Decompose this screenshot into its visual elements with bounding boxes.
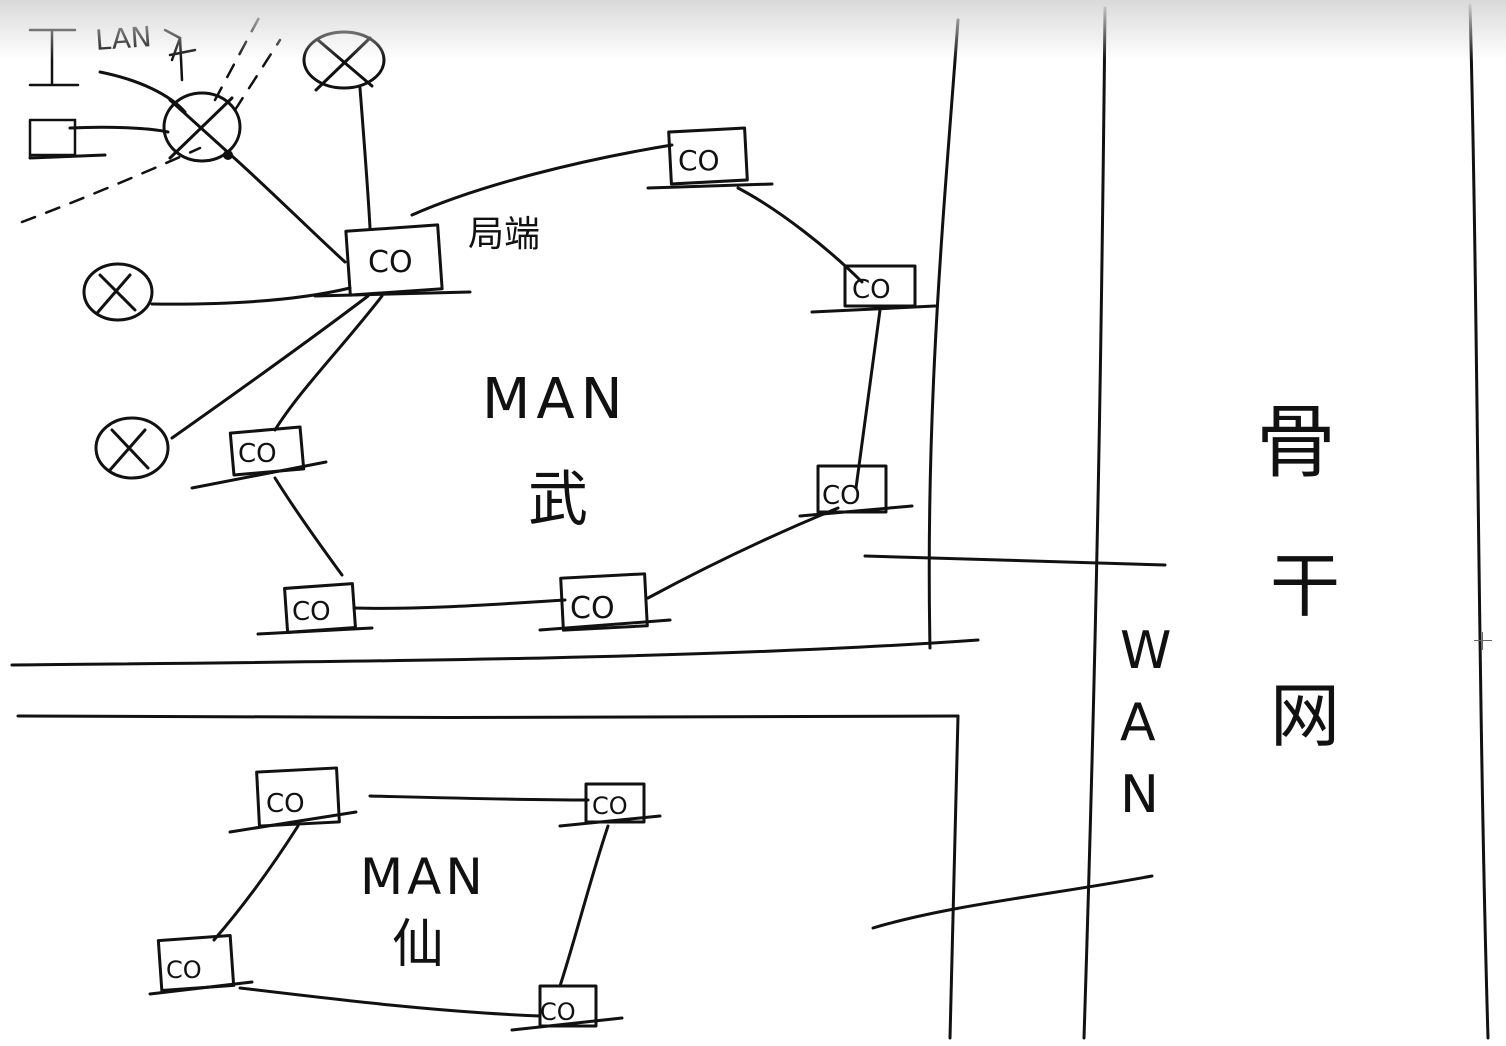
region-lines [10,3,1490,1040]
terminal-top-icon [302,30,386,90]
co-main-box [344,223,444,297]
xian-region-top-line [16,714,960,719]
co-right-upper-base [810,304,937,314]
co-xian-topleft-base [228,810,358,834]
backbone-right-line [1468,3,1490,1040]
co-xian-bottomleft-label: CO [166,956,202,984]
wan-left-line [927,18,960,650]
wan-letter: W [1120,621,1171,681]
co-xian-bottomright-label: CO [540,998,576,1026]
lan-router-dot [223,150,233,160]
backbone-char-2: 干 [1270,545,1340,627]
terminal-left-2-cross [108,428,150,472]
co-left-label: CO [238,439,277,469]
lan-to-co-link [230,154,347,264]
backbone-char-3: 网 [1270,675,1340,757]
lan-link-1 [98,70,187,114]
link-bottomleft-to-bottommid [352,598,567,610]
lan-glyph-zi [163,28,197,82]
wan-right-line [1082,6,1107,1040]
co-xian-topright-label: CO [592,792,628,820]
link-rightupper-to-rightlower [854,308,882,490]
link-xian-top [368,794,590,802]
co-bottom-mid-label: CO [570,591,615,626]
co-xian-topleft-box [255,766,341,828]
link-rightlower-to-bottommid [646,506,840,600]
link-xian-right [558,824,610,988]
lan-router-cross [168,96,234,160]
man-wuhan-city-label: 武 [528,465,588,535]
left-glyph-underline [28,153,107,160]
co-bottom-mid-base [538,618,672,632]
link-main-to-topright [410,143,674,217]
lan-router-icon [162,91,242,163]
co-xian-bottomleft-base [148,980,254,996]
link-left-to-bottomleft [273,476,344,577]
terminal-left-1-icon [82,262,154,322]
link-main-to-left [273,294,384,432]
lan-label: LAN [94,20,153,57]
wan-link-lower [871,874,1154,930]
link-topright-to-rightupper [736,186,864,284]
backbone-char-1: 骨 [1256,396,1336,489]
wan-letter: N [1120,765,1159,825]
co-main-label: CO [368,245,413,280]
local-end-label: 局端 [468,214,540,255]
co-xian-topright-base [558,814,662,828]
lan-dashed-rays [213,10,282,112]
co-right-lower-label: CO [822,481,861,511]
wan-letter: A [1120,693,1156,753]
link-xian-left [212,824,300,942]
terminal-left-1-link [150,286,352,306]
terminal-left-2-icon [94,416,170,480]
lan-dashed-link [20,146,202,224]
co-bottom-left-base [256,626,374,636]
lan-area: LAN [20,10,386,230]
wuhan-man-ring: CO 局端 CO CO CO CO CO CO MAN [190,126,937,636]
co-right-lower-base [798,504,914,518]
wan-link-upper [863,554,1167,567]
co-left-base [190,460,328,490]
man-xian-city-label: 仙 [392,915,444,975]
co-top-right-label: CO [678,144,720,177]
co-xian-bottomright-box [538,984,598,1028]
top-left-glyph-gong [28,28,80,87]
co-right-upper-box [843,264,917,308]
xian-region-right-line [948,714,960,1040]
co-bottom-left-label: CO [292,597,331,627]
terminal-left-1-cross [96,273,137,314]
co-xian-bottomright-base [510,1016,624,1032]
man-xian-label: MAN [360,848,487,906]
co-top-right-box [667,126,749,186]
co-bottom-mid-box [559,572,649,632]
co-top-right-base [646,182,774,190]
link-xian-bottom [238,986,542,1018]
lan-link-2 [68,125,170,134]
crosshair-cursor-icon [1474,632,1492,650]
terminal-top-link [358,86,372,230]
left-glyph-kou [28,118,77,160]
man-wuhan-label: MAN [482,367,629,432]
terminals-left [82,262,370,480]
xian-man-ring: CO CO CO CO MAN 仙 [148,766,662,1032]
co-main-base [313,290,472,298]
terminal-left-2-link [170,294,370,440]
wuhan-region-bottom-line [10,638,980,667]
co-xian-topleft-label: CO [266,789,305,819]
terminal-top-cross [314,36,374,92]
